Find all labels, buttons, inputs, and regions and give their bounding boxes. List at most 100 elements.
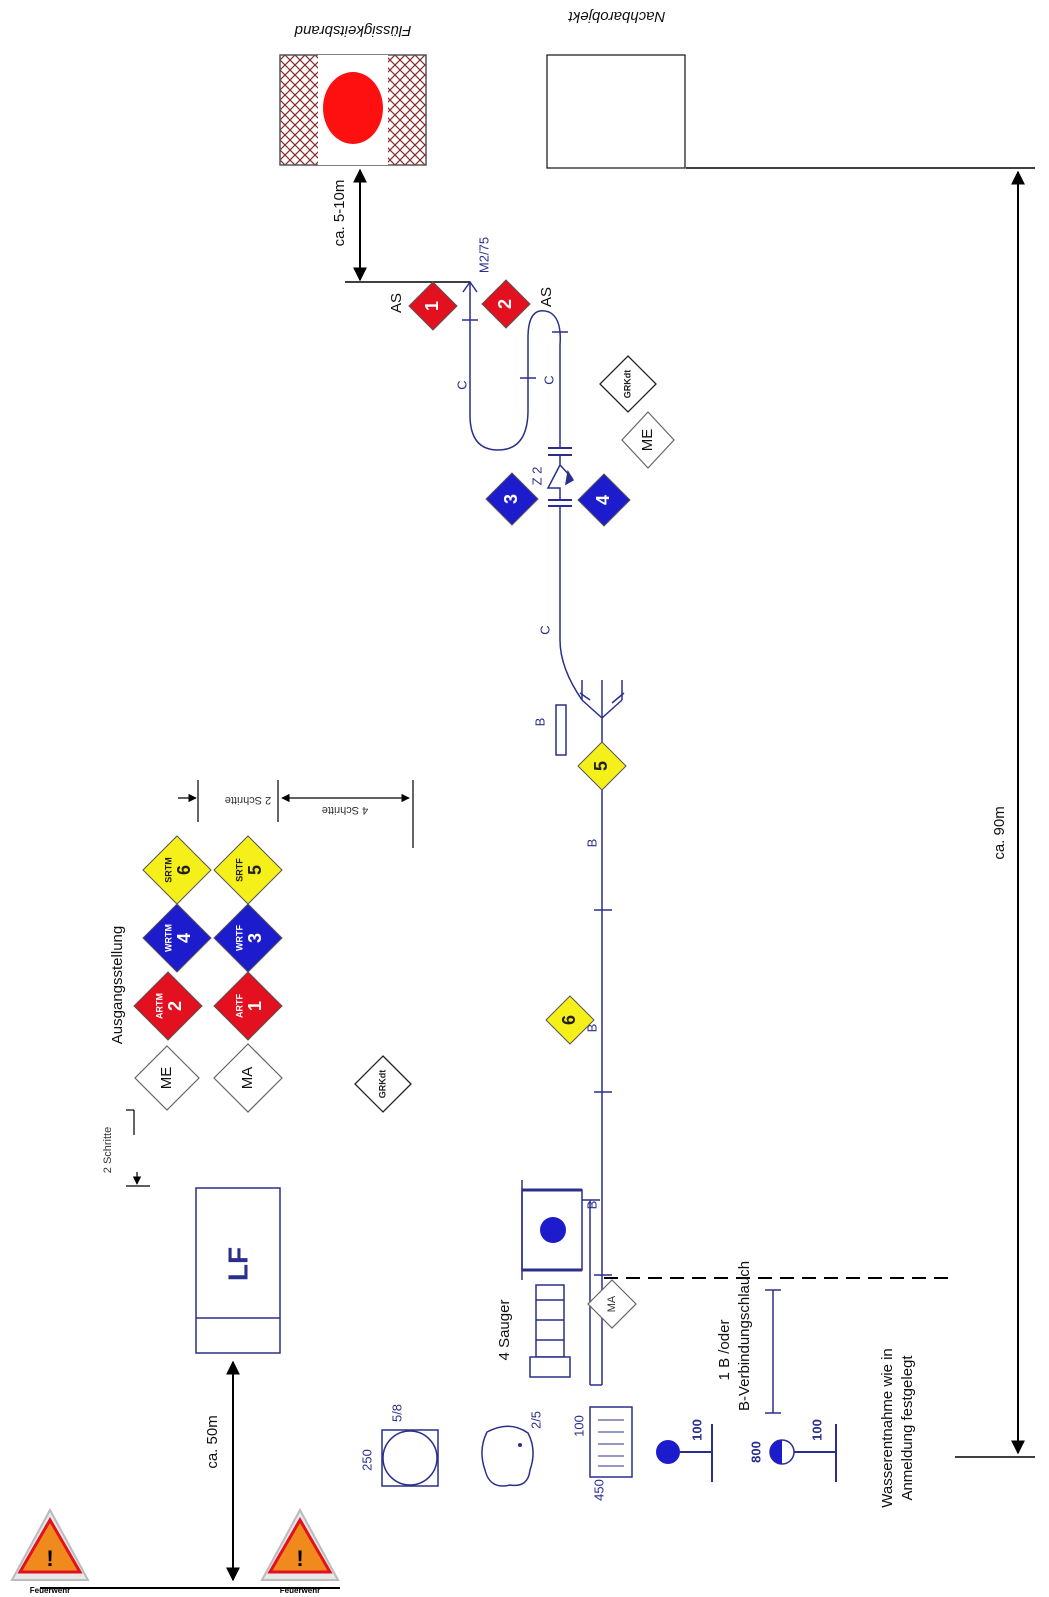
troop-2-diamond: 2 (481, 279, 531, 329)
troop-5-number: 5 (591, 761, 611, 771)
hydrant-58-label: 5/8 (389, 1404, 404, 1422)
warning-triangle-left: ! Feuerwehr (10, 1507, 90, 1595)
step-4-schritte-label: 4 Schritte (322, 804, 368, 816)
role-artf-label: ARTF (234, 994, 244, 1018)
step-marker-2-schritte (178, 780, 199, 822)
hose-label-b4: B (584, 1201, 599, 1210)
pond-25-label: 2/5 (528, 1411, 543, 1429)
troop-1-as-label: AS (388, 293, 405, 313)
role-grkdt-label: GRKdt (377, 1070, 387, 1099)
hose-label-b3: B (584, 1024, 599, 1033)
hose-label-b2: B (584, 839, 599, 848)
step-marker-4-schritte (277, 780, 414, 848)
ma-diamond-pump: MA (587, 1279, 637, 1329)
dimension-90m-label: ca. 90m (991, 806, 1008, 859)
role-srtf-diamond: SRTF 5 (213, 835, 283, 905)
grkdt-label-front: GRKdt (622, 370, 632, 399)
connection-hose (765, 1289, 781, 1414)
ausgangsstellung-label: Ausgangsstellung (109, 926, 126, 1044)
hose-line (462, 280, 625, 1386)
role-srtm-number: 6 (174, 865, 194, 875)
grkdt-diamond-front: GRKdt (599, 355, 657, 413)
role-ma-label: MA (239, 1067, 256, 1090)
feuerwehr-label-left: Feuerwehr (30, 1586, 70, 1595)
distributor-label-z2: Z 2 (529, 467, 544, 486)
troop-4-diamond: 4 (577, 473, 631, 527)
verbindung-label-1: 1 B /oder (716, 1320, 733, 1381)
pump-unit (521, 1180, 600, 1385)
sauger-label: 4 Sauger (496, 1300, 513, 1361)
troop-3-diamond: 3 (485, 472, 539, 526)
role-ma-diamond: MA (213, 1043, 283, 1113)
me-label-front: ME (639, 429, 656, 452)
role-artf-number: 1 (245, 1001, 265, 1011)
troop-2-number: 2 (495, 299, 515, 309)
pond-symbol: 2/5 (481, 1411, 543, 1487)
tank-450-label: 450 (591, 1479, 606, 1501)
role-artm-label: ARTM (154, 993, 164, 1019)
hose-label-c2: C (541, 375, 556, 384)
pillar-800-label: 800 (748, 1441, 763, 1463)
dimension-5-10m: ca. 5-10m (331, 168, 470, 283)
troop-2-as-label: AS (538, 287, 555, 307)
troop-1-diamond: 1 (408, 281, 458, 331)
pump-icon (540, 1217, 566, 1243)
role-grkdt-diamond: GRKdt (354, 1055, 412, 1113)
pillar-hydrant-symbol: 100 (656, 1419, 713, 1482)
role-artm-diamond: ARTM 2 (133, 971, 203, 1041)
role-artm-number: 2 (165, 1001, 185, 1011)
step-2-schritte-top-label: 2 Schritte (102, 1127, 114, 1173)
role-srtm-label: SRTM (163, 857, 173, 883)
verbindung-label-2: B-Verbindungschlauch (736, 1261, 753, 1411)
hydrant-250-label: 250 (359, 1449, 374, 1471)
troop-3-number: 3 (501, 494, 521, 504)
warning-icon-left: ! (46, 1546, 53, 1571)
neighbor-object: Nachbarobjekt (546, 8, 686, 169)
hose-label-b1: B (532, 718, 547, 727)
role-me-label: ME (158, 1067, 175, 1090)
pillar-hydrant-icon (656, 1440, 680, 1464)
lf-vehicle-label: LF (222, 1247, 253, 1281)
dimension-50m-label: ca. 50m (204, 1415, 221, 1468)
role-wrtm-label: WRTM (163, 924, 173, 952)
step-marker-2-schritte-top (126, 1109, 150, 1187)
troop-6-diamond: 6 (545, 995, 595, 1045)
troop-4-number: 4 (593, 495, 613, 505)
pillar-100-b-label: 100 (809, 1419, 824, 1441)
hose-label-c3: C (537, 625, 552, 634)
fire-label: Flüssigkeitsbrand (294, 22, 411, 39)
role-me-diamond: ME (134, 1045, 200, 1111)
role-wrtm-number: 4 (174, 933, 194, 943)
me-diamond-front: ME (621, 411, 675, 469)
dimension-5-10m-label: ca. 5-10m (331, 180, 348, 247)
step-2-schritte-label: 2 Schritte (225, 794, 271, 806)
role-artf-diamond: ARTF 1 (213, 971, 283, 1041)
dimension-50m: ca. 50m (40, 1360, 340, 1589)
role-wrtm-diamond: WRTM 4 (142, 903, 212, 973)
role-wrtf-label: WRTF (234, 925, 244, 951)
role-srtf-number: 5 (245, 865, 265, 875)
water-tank-symbol: 100 450 (571, 1406, 633, 1501)
wasserentnahme-label-2: Anmeldung festgelegt (899, 1355, 916, 1501)
troop-5-diamond: 5 (577, 741, 627, 791)
neighbor-label: Nachbarobjekt (568, 8, 666, 25)
pillar-100-a-label: 100 (689, 1419, 704, 1441)
role-srtm-diamond: SRTM 6 (142, 835, 212, 905)
underground-hydrant-symbol: 250 5/8 (359, 1404, 439, 1487)
hose-label-c1: C (454, 380, 469, 389)
feuerwehr-label-right: Feuerwehr (280, 1586, 320, 1595)
half-hydrant-symbol: 800 100 (748, 1419, 837, 1482)
role-srtf-label: SRTF (234, 858, 244, 882)
hose-label-m2: M2/75 (476, 237, 491, 273)
role-wrtf-diamond: WRTF 3 (213, 903, 283, 973)
dimension-90m: ca. 90m (686, 167, 1035, 1458)
warning-icon-right: ! (296, 1546, 303, 1571)
suction-hose (529, 1284, 571, 1378)
fire-icon (323, 72, 383, 144)
tank-100-label: 100 (571, 1415, 586, 1437)
fire-object: Flüssigkeitsbrand (279, 22, 427, 166)
troop-6-number: 6 (559, 1015, 579, 1025)
warning-triangle-right: ! Feuerwehr (260, 1507, 340, 1595)
role-wrtf-number: 3 (245, 933, 265, 943)
